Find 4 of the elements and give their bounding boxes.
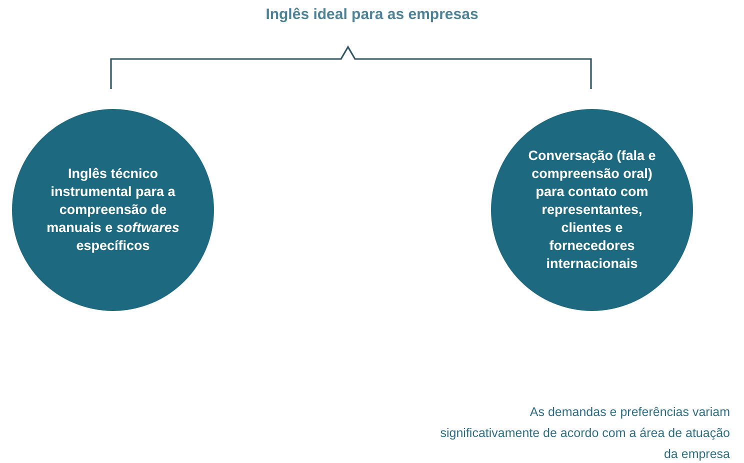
circle-text: Inglês técnico instrumental para a compreensão de manuais e softwares específicos — [46, 165, 180, 255]
note-text: As demandas e preferências variam significativamente de acordo com a área de atuação da empresa — [440, 404, 730, 463]
circle-text: Conversação (fala e compreensão oral) para contato com representantes, clientes e fornecedores internacionais — [527, 147, 657, 273]
diagram-title: Inglês ideal para as empresas — [264, 6, 480, 23]
